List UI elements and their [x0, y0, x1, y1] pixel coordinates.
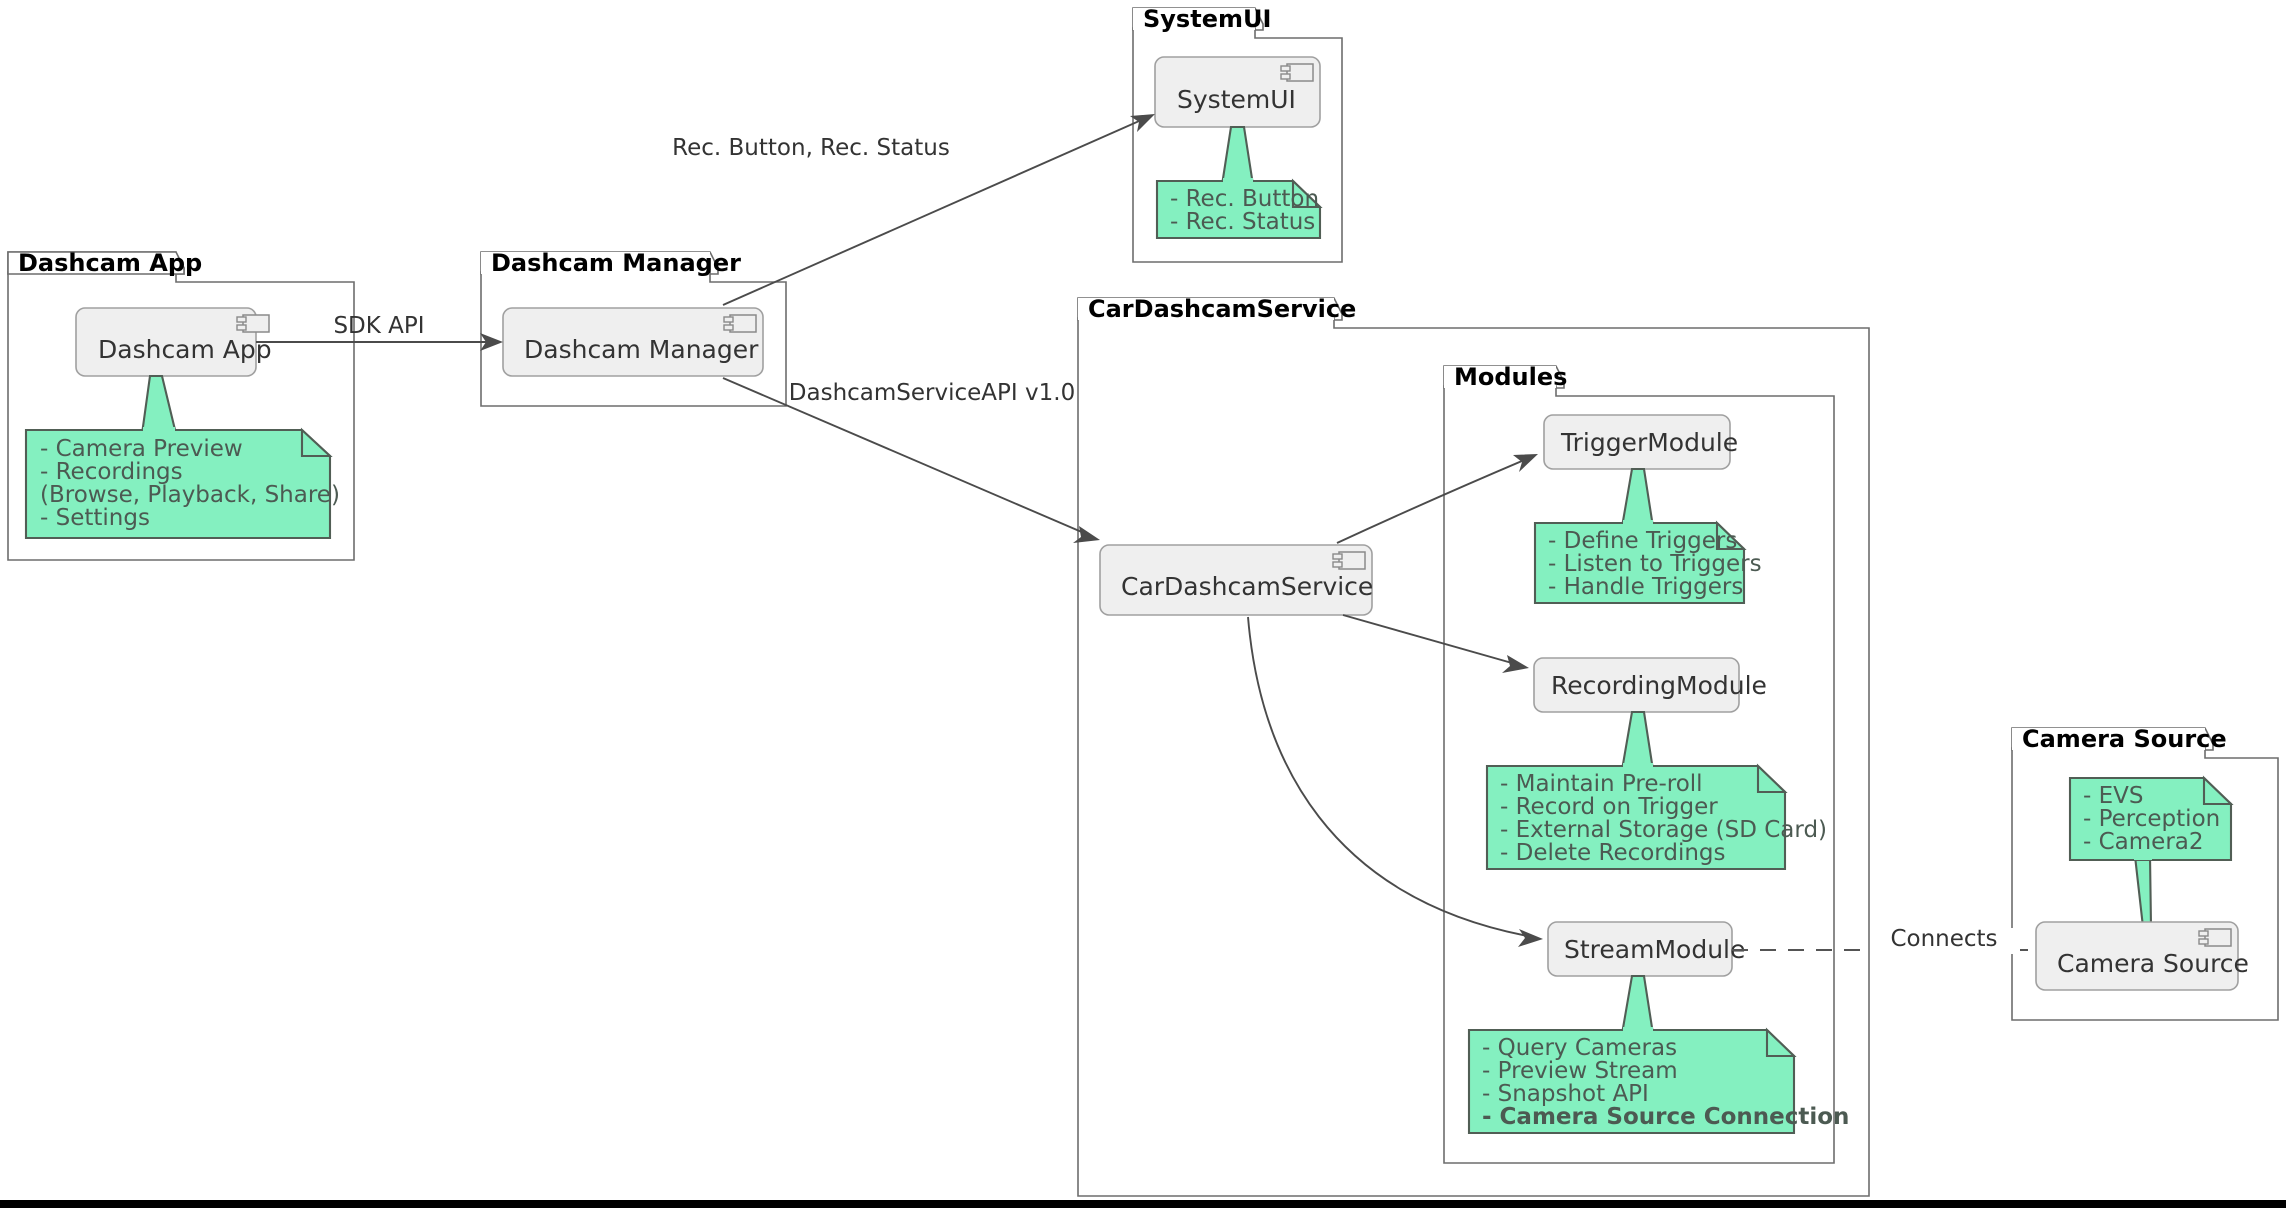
link-service-to-stream: [1247, 616, 1543, 947]
component-label-recording-module: RecordingModule: [1551, 671, 1767, 700]
uml-component-icon: [236, 314, 270, 333]
note-line: - Rec. Button: [1170, 186, 1319, 212]
note-camera-source: - EVS - Perception - Camera2: [2068, 775, 2234, 929]
note-line: - Perception: [2083, 806, 2220, 832]
note-stream-module: - Query Cameras - Preview Stream - Snaps…: [1467, 974, 1849, 1135]
note-line: - Define Triggers: [1548, 528, 1737, 554]
note-fold-dashcam-app: [300, 427, 333, 458]
link-label-connects: Connects: [1890, 926, 1997, 952]
note-line: - Listen to Triggers: [1548, 551, 1762, 577]
link-line-service-to-recording: [1342, 614, 1520, 666]
component-label-dashcam-manager: Dashcam Manager: [524, 335, 759, 364]
bottom-edge-bar: [0, 1200, 2286, 1208]
component-camera-source[interactable]: Camera Source: [2035, 921, 2249, 991]
link-line-service-to-trigger: [1336, 457, 1530, 544]
link-arrowhead-manager-to-systemui: [1130, 114, 1155, 132]
component-box-camera-source[interactable]: [2035, 921, 2239, 991]
link-label-sdk-api: SDK API: [333, 313, 424, 339]
package-title-car-dashcam-service: CarDashcamService: [1088, 295, 1356, 323]
link-label-dashcam-service-api: DashcamServiceAPI v1.0: [789, 380, 1075, 406]
component-label-system-ui: SystemUI: [1177, 85, 1296, 114]
note-line: - Camera Preview: [40, 436, 243, 462]
note-line: - Query Cameras: [1482, 1035, 1677, 1061]
component-stream-module[interactable]: StreamModule: [1547, 921, 1745, 977]
note-line: - Rec. Status: [1170, 209, 1315, 235]
component-label-camera-source: Camera Source: [2057, 949, 2249, 978]
note-recording-module: - Maintain Pre-roll - Record on Trigger …: [1485, 710, 1827, 871]
link-manager-to-systemui: Rec. Button, Rec. Status: [672, 114, 1155, 306]
note-fold-recording-module: [1756, 763, 1788, 794]
link-app-to-manager: SDK API: [256, 313, 503, 351]
link-arrowhead-service-to-trigger: [1513, 454, 1538, 472]
component-dashcam-app[interactable]: Dashcam App: [75, 307, 272, 377]
link-arrowhead-app-to-manager: [480, 333, 503, 351]
component-car-dashcam-service[interactable]: CarDashcamService: [1099, 544, 1373, 616]
link-line-manager-to-systemui: [722, 117, 1147, 306]
note-line: - Recordings: [40, 459, 183, 485]
package-title-modules: Modules: [1454, 363, 1567, 391]
link-stream-to-camera-source: Connects: [1732, 926, 2036, 954]
note-line: (Browse, Playback, Share): [40, 482, 340, 508]
note-fold-camera-source: [2202, 775, 2234, 806]
note-line-bold: - Camera Source Connection: [1482, 1104, 1849, 1130]
note-line: - External Storage (SD Card): [1500, 817, 1827, 843]
component-label-trigger-module: TriggerModule: [1560, 428, 1738, 457]
link-label-rec-button-status: Rec. Button, Rec. Status: [672, 135, 950, 161]
note-line: - Settings: [40, 505, 150, 531]
note-body-dashcam-app: [24, 428, 332, 540]
component-label-dashcam-app: Dashcam App: [98, 335, 272, 364]
package-title-system-ui: SystemUI: [1143, 5, 1271, 33]
note-fold-stream-module: [1765, 1027, 1797, 1058]
link-manager-to-service: DashcamServiceAPI v1.0: [722, 377, 1100, 543]
note-body-system-ui: [1155, 179, 1322, 240]
package-title-dashcam-manager: Dashcam Manager: [491, 249, 741, 277]
link-service-to-trigger: [1336, 454, 1538, 544]
component-recording-module[interactable]: RecordingModule: [1533, 657, 1767, 713]
note-line: - Record on Trigger: [1500, 794, 1718, 820]
uml-component-icon: [1332, 551, 1366, 570]
note-fold-trigger-module: [1715, 520, 1747, 551]
note-line: - Snapshot API: [1482, 1081, 1649, 1107]
note-dashcam-app: - Camera Preview - Recordings (Browse, P…: [24, 374, 340, 540]
note-fold-system-ui: [1291, 178, 1323, 209]
note-body-stream-module: [1467, 1028, 1796, 1135]
component-box-car-dashcam-service[interactable]: [1099, 544, 1373, 616]
uml-component-icon: [2198, 928, 2232, 947]
note-trigger-module: - Define Triggers - Listen to Triggers -…: [1533, 467, 1762, 605]
note-system-ui: - Rec. Button - Rec. Status: [1155, 125, 1323, 240]
note-line: - Camera2: [2083, 829, 2204, 855]
link-arrowhead-service-to-recording: [1502, 655, 1529, 673]
uml-component-icon: [723, 314, 757, 333]
note-line: - Preview Stream: [1482, 1058, 1678, 1084]
component-system-ui[interactable]: SystemUI: [1154, 56, 1321, 128]
note-line: - Delete Recordings: [1500, 840, 1726, 866]
component-label-car-dashcam-service: CarDashcamService: [1121, 572, 1373, 601]
package-tab-outline-dashcam-app: [7, 251, 185, 275]
component-trigger-module[interactable]: TriggerModule: [1543, 414, 1738, 470]
note-line: - EVS: [2083, 783, 2143, 809]
link-arrowhead-manager-to-service: [1073, 526, 1100, 543]
link-service-to-recording: [1342, 614, 1529, 673]
note-line: - Maintain Pre-roll: [1500, 771, 1703, 797]
package-title-camera-source: Camera Source: [2022, 725, 2227, 753]
note-body-recording-module: [1485, 764, 1787, 871]
note-line: - Handle Triggers: [1548, 574, 1743, 600]
note-body-trigger-module: [1533, 521, 1746, 605]
link-line-service-to-stream: [1247, 616, 1534, 938]
uml-component-icon: [1280, 63, 1314, 82]
link-arrowhead-service-to-stream: [1518, 929, 1543, 947]
component-dashcam-manager[interactable]: Dashcam Manager: [502, 307, 764, 377]
link-line-manager-to-service: [722, 377, 1092, 537]
note-body-camera-source: [2068, 776, 2233, 862]
package-title-dashcam-app: Dashcam App: [18, 249, 202, 277]
component-label-stream-module: StreamModule: [1564, 935, 1745, 964]
